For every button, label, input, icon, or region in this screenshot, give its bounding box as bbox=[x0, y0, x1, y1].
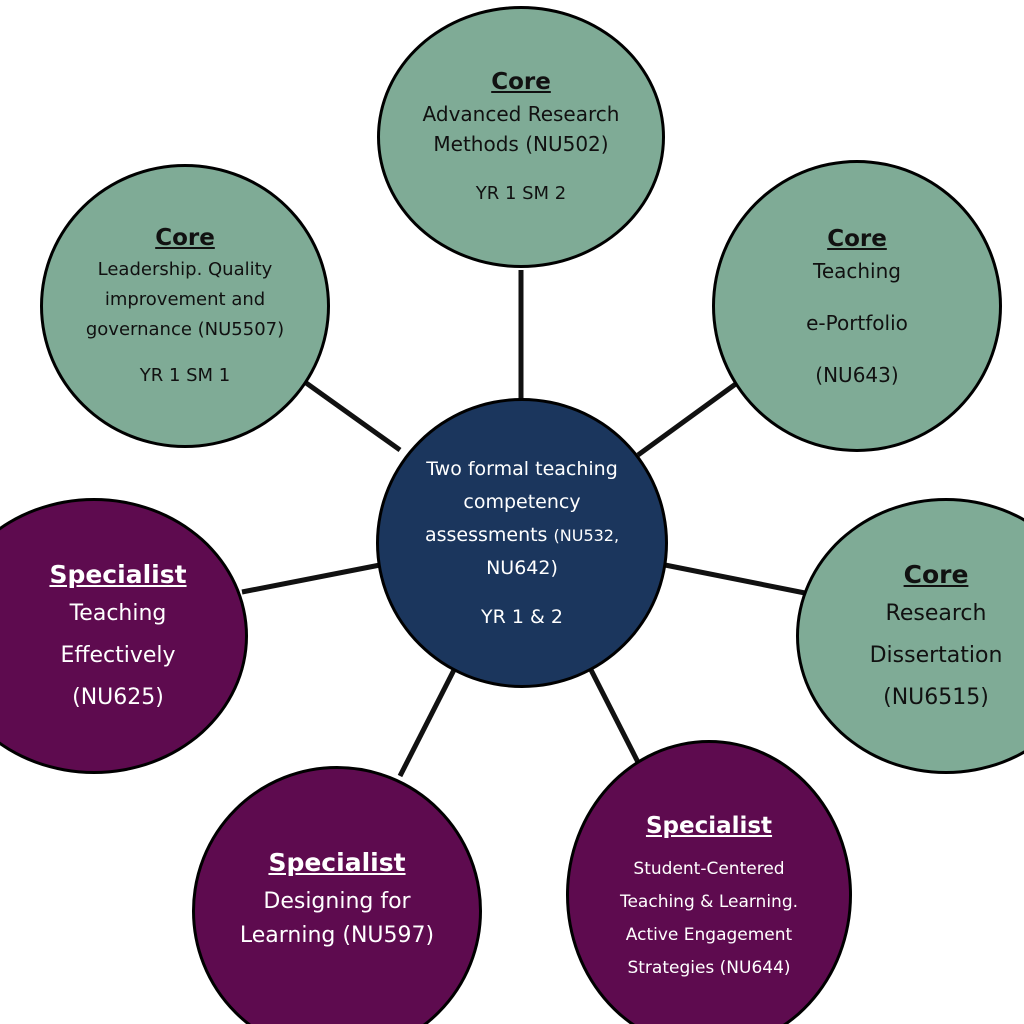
node-leadership-line-2: improvement and bbox=[104, 289, 266, 310]
hub-line-3-small: (NU532, bbox=[553, 525, 620, 545]
node-leadership-tag: Core bbox=[155, 225, 215, 251]
connector-e-portfolio bbox=[636, 372, 750, 458]
node-leadership: Core Leadership. Quality improvement and… bbox=[40, 164, 330, 448]
hub-node: Two formal teaching competency assessmen… bbox=[376, 398, 668, 688]
node-e-portfolio-line-1: Teaching bbox=[813, 259, 901, 283]
node-leadership-line-3: governance (NU5507) bbox=[85, 319, 285, 340]
node-dissertation-line-3: (NU6515) bbox=[883, 685, 989, 710]
hub-line-2: competency bbox=[463, 490, 581, 513]
node-designing: Specialist Designing for Learning (NU597… bbox=[192, 766, 482, 1024]
node-student-centered-line-4: Strategies (NU644) bbox=[627, 958, 791, 978]
node-e-portfolio-line-2: e-Portfolio bbox=[806, 311, 908, 335]
node-teaching-effectively-tag: Specialist bbox=[49, 560, 187, 589]
connector-student-centered bbox=[585, 662, 648, 778]
node-leadership-line-4: YR 1 SM 1 bbox=[139, 365, 231, 386]
connector-leadership bbox=[293, 372, 402, 453]
node-student-centered-line-1: Student-Centered bbox=[633, 859, 785, 879]
hub-line-3-main: assessments bbox=[424, 523, 548, 546]
hub-line-5: YR 1 & 2 bbox=[481, 605, 563, 628]
node-dissertation-tag: Core bbox=[903, 560, 969, 589]
node-research-methods-line-3: YR 1 SM 2 bbox=[475, 183, 567, 204]
node-teaching-effectively-line-3: (NU625) bbox=[72, 685, 164, 710]
node-student-centered-line-3: Active Engagement bbox=[625, 925, 793, 945]
hub-line-1: Two formal teaching bbox=[426, 457, 618, 480]
node-student-centered-tag: Specialist bbox=[645, 813, 773, 839]
node-e-portfolio-line-3: (NU643) bbox=[815, 363, 899, 387]
node-teaching-effectively-line-1: Teaching bbox=[69, 601, 167, 626]
node-designing-tag: Specialist bbox=[268, 848, 406, 877]
node-student-centered: Specialist Student-Centered Teaching & L… bbox=[566, 740, 852, 1024]
node-dissertation-line-1: Research bbox=[885, 601, 987, 626]
node-dissertation-line-2: Dissertation bbox=[869, 643, 1003, 668]
node-student-centered-line-2: Teaching & Learning. bbox=[619, 892, 799, 912]
connector-teaching-effectively bbox=[241, 562, 381, 595]
hub-line-3: assessments (NU532, bbox=[425, 519, 619, 552]
node-e-portfolio-tag: Core bbox=[827, 226, 887, 252]
hub-line-4: NU642) bbox=[486, 556, 558, 579]
node-designing-line-2: Learning (NU597) bbox=[239, 923, 435, 948]
connector-designing bbox=[397, 662, 460, 778]
node-research-methods: Core Advanced Research Methods (NU502) Y… bbox=[377, 6, 665, 268]
node-research-methods-line-2: Methods (NU502) bbox=[433, 132, 609, 156]
node-research-methods-tag: Core bbox=[491, 69, 551, 95]
node-teaching-effectively-line-2: Effectively bbox=[60, 643, 176, 668]
node-designing-line-1: Designing for bbox=[263, 889, 411, 914]
node-e-portfolio: Core Teaching e-Portfolio (NU643) bbox=[712, 160, 1002, 452]
node-research-methods-line-1: Advanced Research bbox=[422, 102, 620, 126]
node-leadership-line-1: Leadership. Quality bbox=[97, 259, 273, 280]
node-teaching-effectively: Specialist Teaching Effectively (NU625) bbox=[0, 498, 248, 774]
connector-dissertation bbox=[664, 562, 806, 596]
